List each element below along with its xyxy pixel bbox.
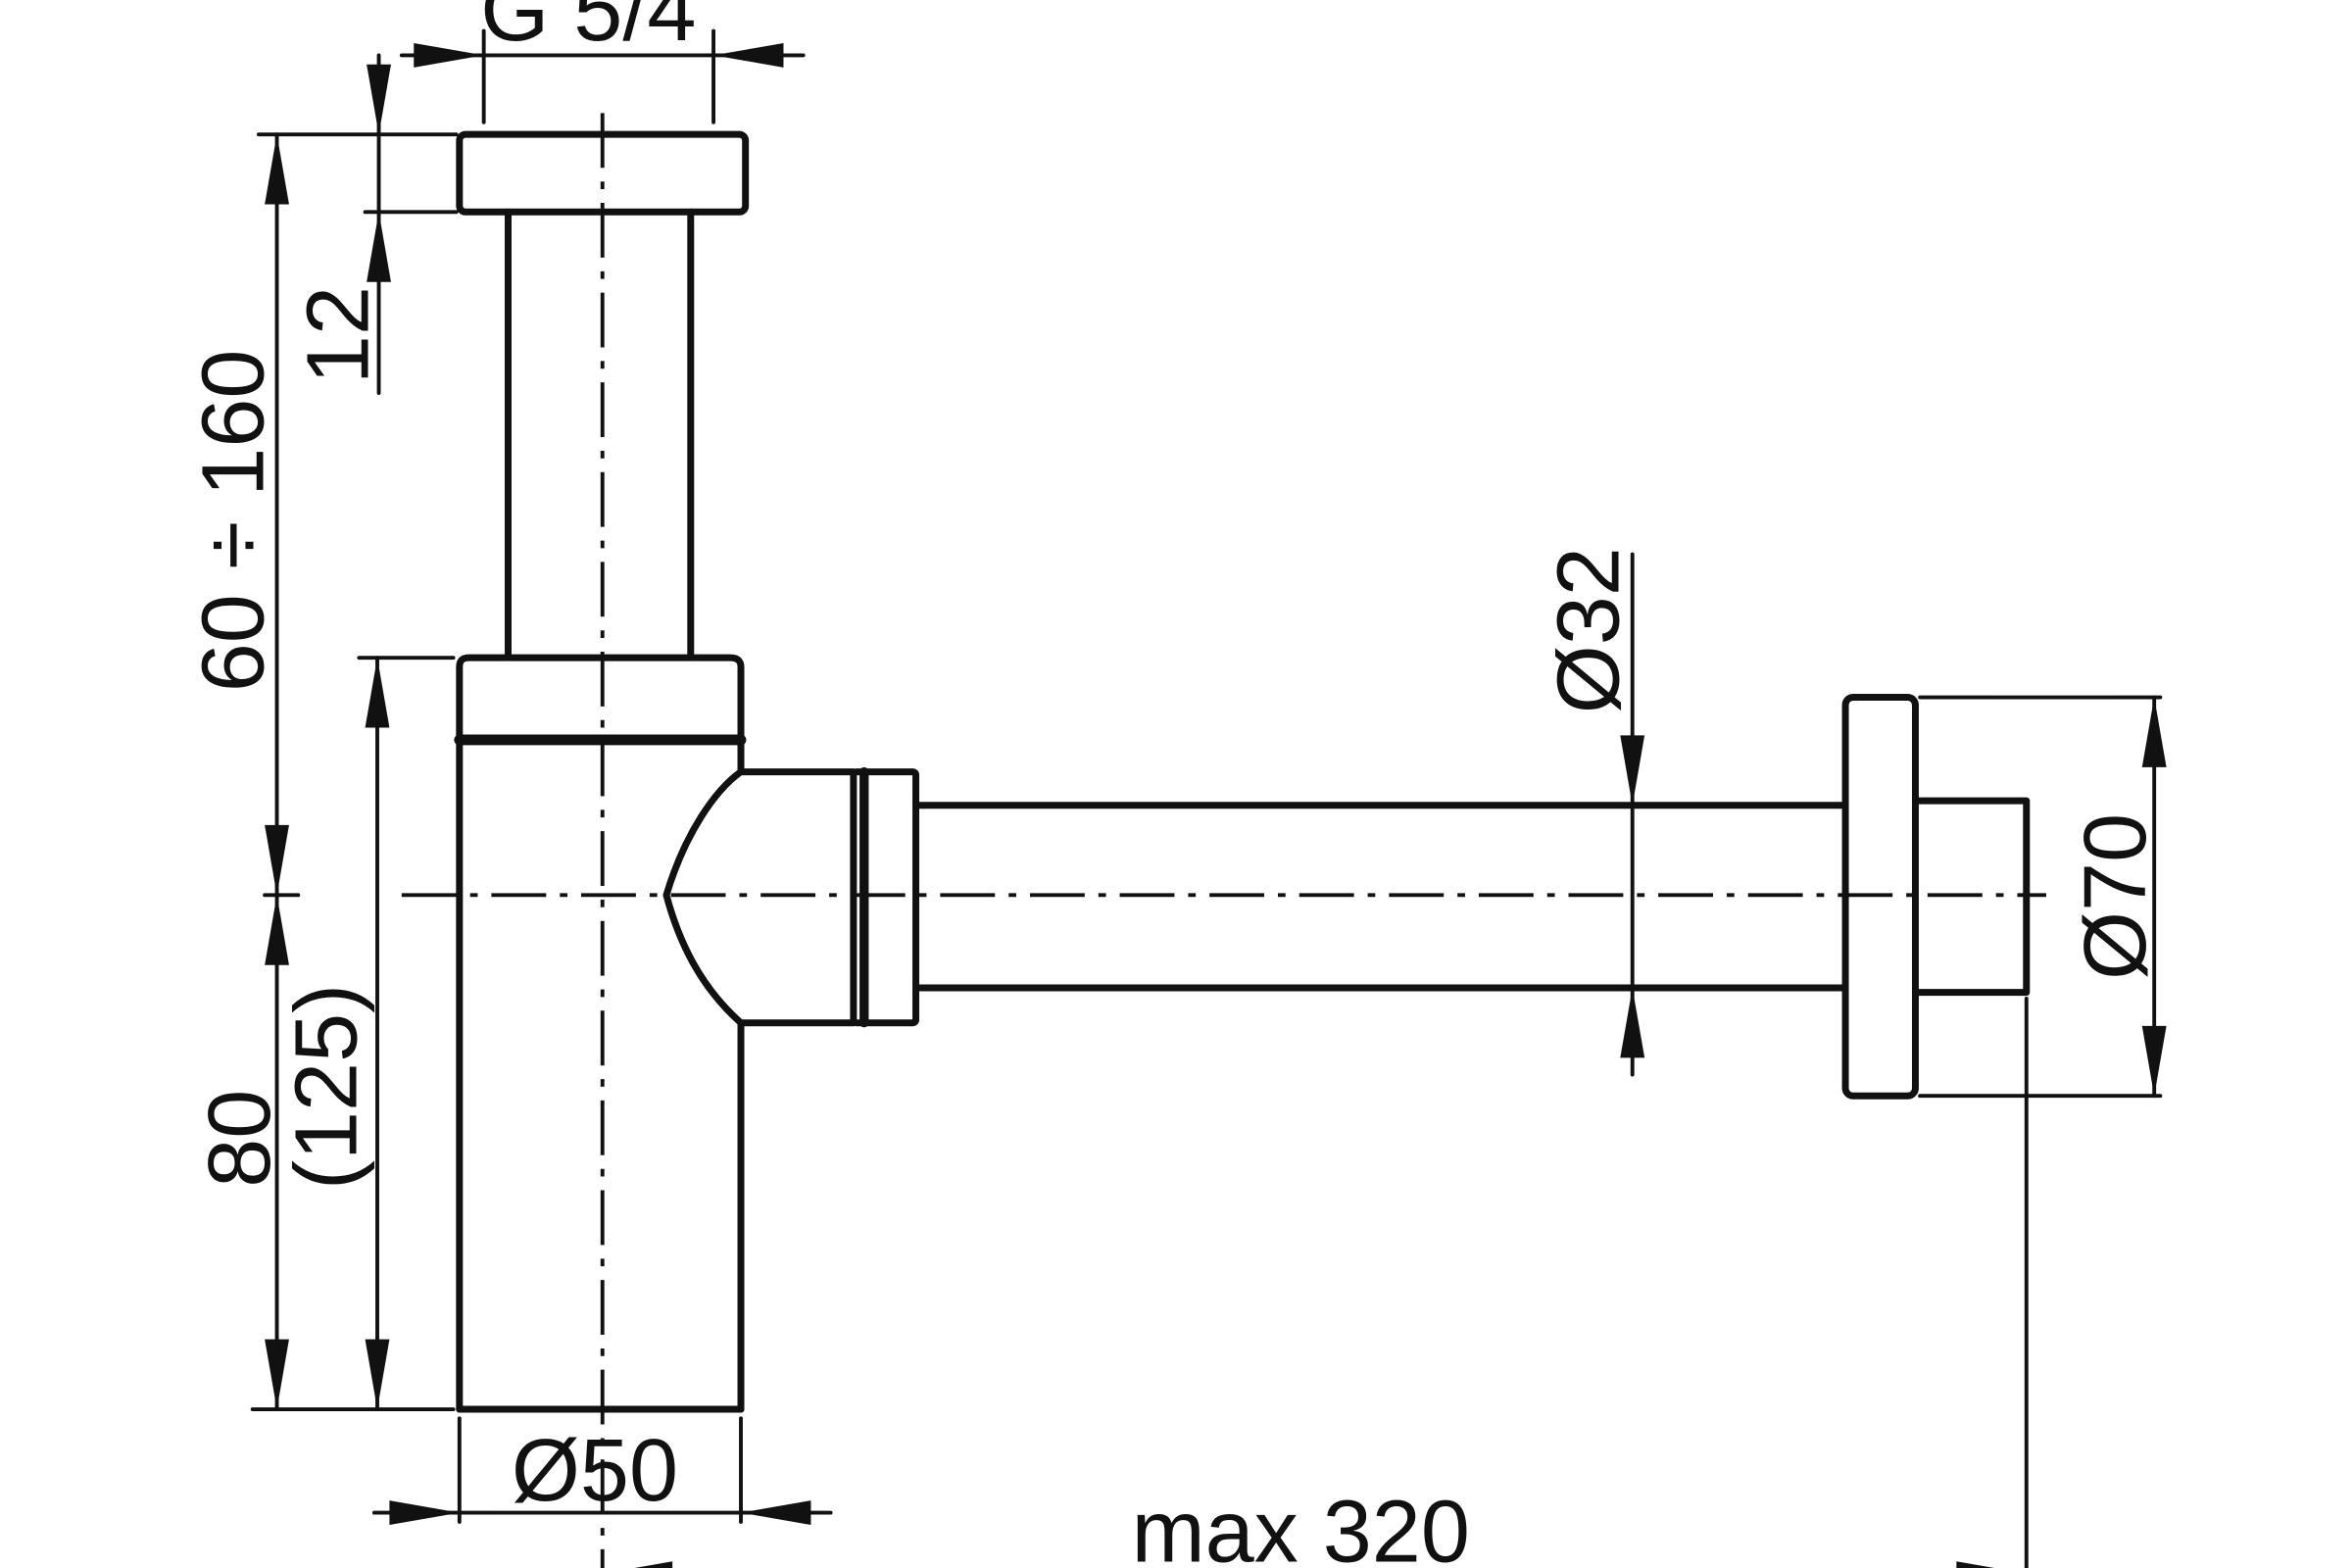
dim-rosette-diameter-arrow-top: [2141, 697, 2167, 767]
dim-thread: [399, 42, 806, 68]
dim-pipe-diameter-arrow-bottom: [1620, 988, 1645, 1058]
label-height-range: 60 ÷ 160: [184, 350, 283, 693]
dim-outlet-height: [265, 893, 289, 1411]
label-body-height: (125): [276, 984, 375, 1190]
dim-outlet-height-arrow-bottom: [265, 1339, 289, 1410]
dim-flange-thickness-arrow-bottom: [367, 212, 391, 282]
branch-outlet: [662, 768, 858, 1027]
centerlines: [263, 113, 2046, 1568]
outlet-nut: [850, 768, 920, 1027]
siphon-body: [454, 130, 2031, 1413]
top-flange: [456, 130, 750, 216]
dim-max-length-arrow-right: [1956, 1561, 1995, 1568]
dim-flange-thickness: [367, 53, 391, 395]
dim-height-range-arrow-top: [265, 134, 289, 205]
dim-rosette-diameter: [2141, 695, 2167, 1099]
label-body-diameter: Ø50: [512, 1421, 678, 1520]
dim-outlet-height-arrow-top: [265, 895, 289, 965]
dim-body-diameter: [371, 1500, 833, 1526]
dim-pipe-diameter: [1620, 552, 1645, 1077]
dim-thread-arrow-right: [713, 42, 784, 68]
dim-flange-thickness-arrow-top: [367, 64, 391, 135]
label-max-length: max 320: [1132, 1482, 1470, 1568]
wall-rosette: [1841, 694, 1919, 1100]
body-nut: [456, 654, 745, 744]
dim-thread-arrow-left: [414, 42, 484, 68]
dim-body-height-arrow-top: [365, 658, 390, 728]
dim-body-height-arrow-bottom: [365, 1339, 390, 1410]
dim-pipe-diameter-arrow-top: [1620, 735, 1645, 806]
label-pipe-diameter: Ø32: [1540, 547, 1639, 713]
dim-height-range-arrow-bottom: [265, 824, 289, 896]
dim-body-diameter-arrow-left: [389, 1500, 460, 1526]
label-thread: G 5/4": [480, 0, 727, 60]
dim-body-height: [365, 656, 390, 1411]
label-rosette-diameter: Ø70: [2066, 813, 2165, 980]
dimension-labels: G 5/4" 12 60 ÷ 160 80 (125) Ø50 max 320 …: [184, 0, 2165, 1568]
dim-max-length-arrow-left: [634, 1561, 673, 1568]
label-flange-thickness: 12: [289, 286, 388, 384]
dim-max-length: [634, 1561, 1995, 1568]
dim-rosette-diameter-arrow-bottom: [2141, 1025, 2167, 1097]
extension-lines: [250, 28, 2163, 1568]
dimensions: [265, 42, 2167, 1568]
label-outlet-height: 80: [190, 1090, 289, 1188]
wall-sleeve: [1911, 797, 2031, 997]
dim-height-range: [265, 132, 289, 898]
dim-body-diameter-arrow-right: [741, 1500, 811, 1526]
